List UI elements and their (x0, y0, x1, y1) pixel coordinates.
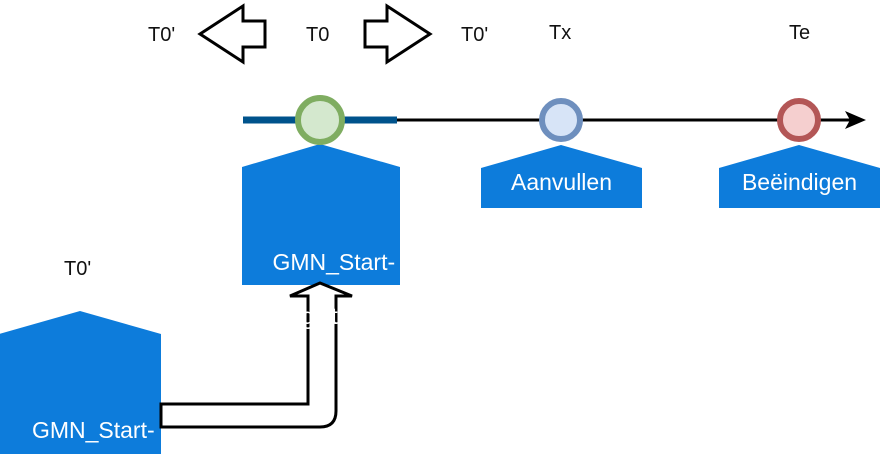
block-arrow-revision-up (159, 281, 353, 429)
callout-line-1: GMN_Start- (272, 249, 396, 276)
callout-gmn-start-registration-timeline-shape (242, 144, 400, 285)
timeline-arrowhead-icon (845, 111, 866, 129)
label-t0-prime-right: T0' (461, 24, 489, 46)
callout-aanvullen-label: Aanvullen (510, 169, 613, 195)
callout-gmn-start-registration-timeline-label: GMN_Start- Registration (242, 222, 400, 358)
node-supplement-circle[interactable] (539, 98, 583, 142)
label-t0-prime-left: T0' (148, 24, 176, 46)
label-t0-prime-bottom: T0' (64, 258, 92, 280)
node-start-circle[interactable] (295, 95, 345, 145)
node-end-circle[interactable] (777, 98, 821, 142)
callout-gmn-start-registration-revision-shape (0, 311, 161, 454)
block-arrow-right (363, 3, 433, 65)
block-arrow-left (197, 3, 267, 65)
callout-line-2: Registration (272, 303, 396, 330)
callout-line-1: GMN_Start- (31, 417, 155, 444)
label-tx: Tx (549, 22, 572, 44)
callout-aanvullen-shape (481, 145, 642, 208)
label-t0: T0 (306, 24, 330, 46)
callout-beeindigen-shape (719, 145, 880, 208)
label-te: Te (789, 22, 811, 44)
callout-gmn-start-registration-revision-label: GMN_Start- Registration (0, 390, 161, 454)
callout-beeindigen-label: Beëindigen (741, 169, 858, 195)
